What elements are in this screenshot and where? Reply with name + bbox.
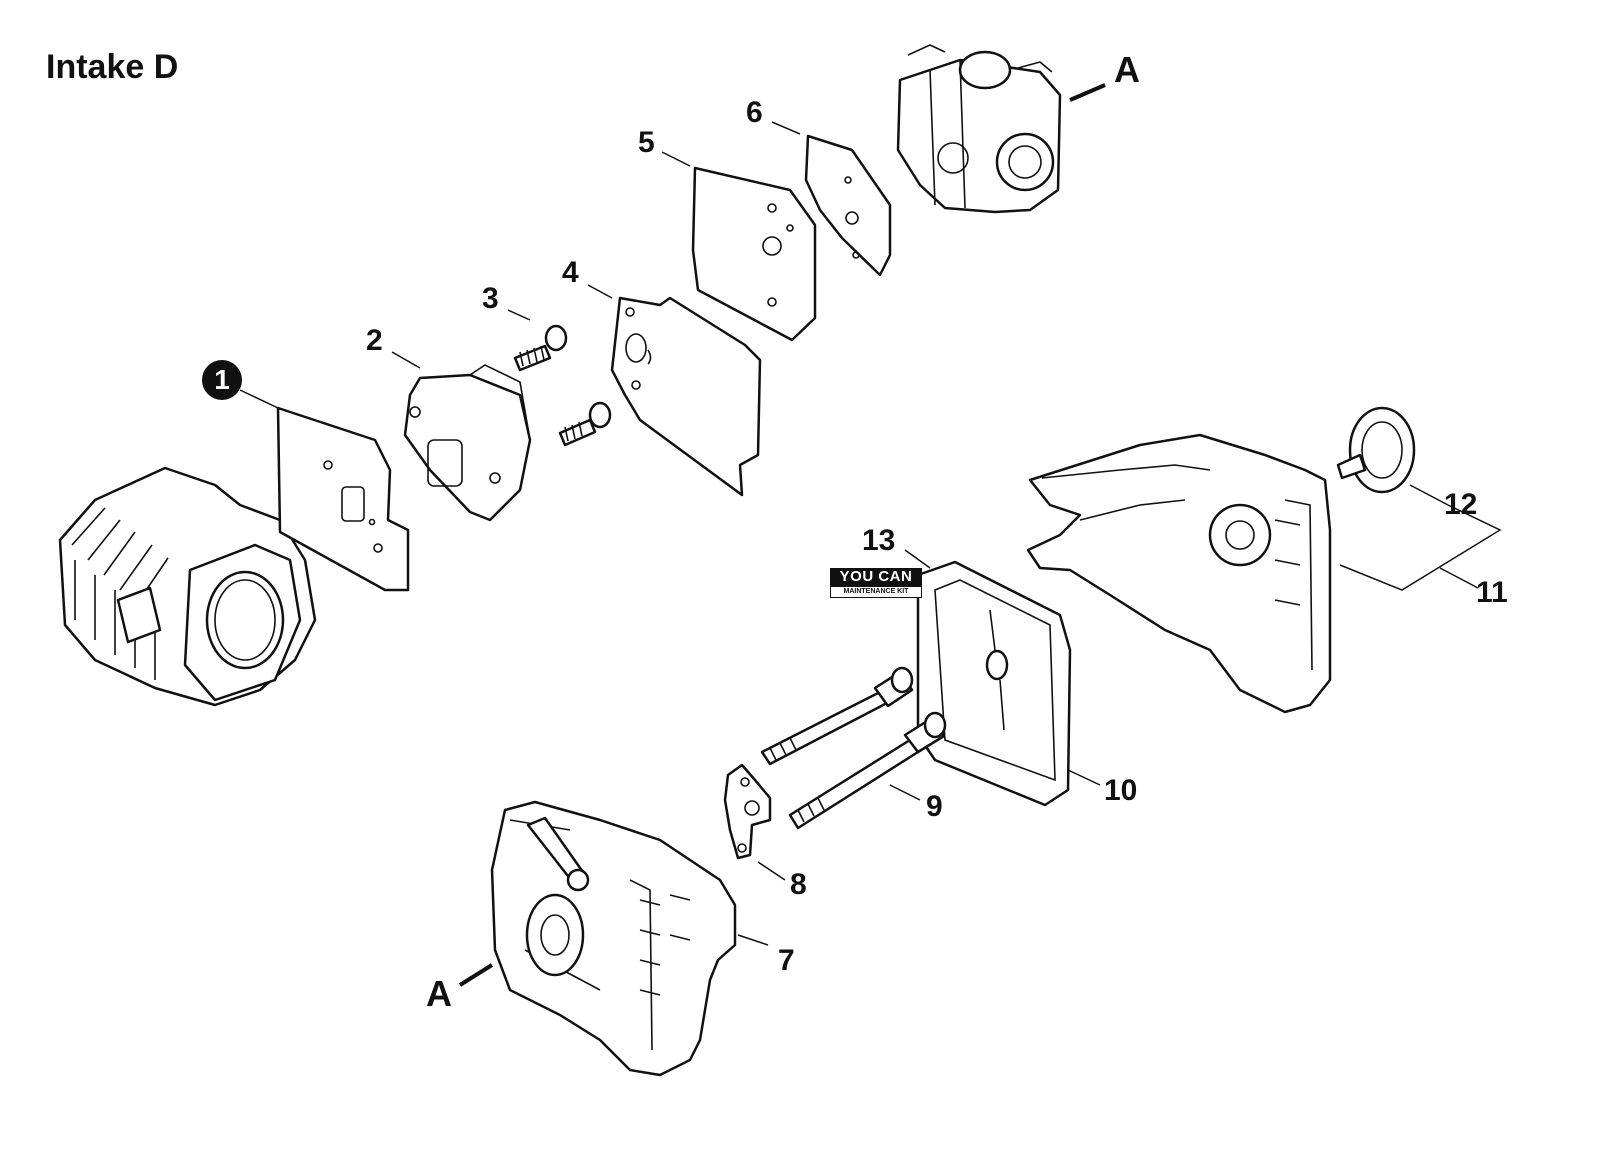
cylinder-part[interactable] [58,466,317,707]
part-2-insulator[interactable] [403,364,532,522]
part-4-gasket[interactable] [610,296,762,497]
callout-2[interactable]: 2 [366,324,383,357]
callout-8[interactable]: 8 [790,868,807,901]
callout-3[interactable]: 3 [482,282,499,315]
callout-9[interactable]: 9 [926,790,943,823]
callout-13[interactable]: 13 [862,524,896,557]
part-3-screw-upper[interactable] [513,324,568,372]
callout-12[interactable]: 12 [1444,488,1478,521]
badge-brand: YOU CAN [830,568,922,586]
part-7-cover[interactable] [490,800,737,1077]
callout-5[interactable]: 5 [638,126,655,159]
ref-arrow-top [1069,83,1106,102]
part-1-insulator-gasket[interactable] [276,406,410,592]
ref-arrow-bottom [458,963,494,987]
badge-caption: MAINTENANCE KIT [830,586,922,598]
part-12-knob[interactable] [1336,406,1416,494]
maintenance-kit-badge[interactable]: YOU CAN MAINTENANCE KIT [830,568,922,598]
ref-label-top: A [1114,49,1140,90]
part-6-gasket[interactable] [804,134,892,277]
callout-1[interactable]: 1 [202,360,242,400]
part-9-bolt-lower[interactable] [788,711,947,830]
callout-10[interactable]: 10 [1104,774,1138,807]
part-9-bolt-upper[interactable] [760,666,914,766]
leader-lines [239,121,1502,946]
carburetor-part[interactable] [896,44,1062,214]
callout-6[interactable]: 6 [746,96,763,129]
part-13-air-filter[interactable] [916,560,1072,807]
diagram-title: Intake D [46,48,179,86]
callout-4[interactable]: 4 [562,256,579,289]
part-8-bracket[interactable] [723,763,772,860]
ref-label-bottom: A [426,973,452,1014]
part-11-air-cleaner-case[interactable] [1026,433,1332,714]
part-5-plate[interactable] [691,166,817,342]
callout-11[interactable]: 11 [1476,576,1508,609]
callout-7[interactable]: 7 [778,944,795,977]
part-3-screw-lower[interactable] [558,401,612,447]
